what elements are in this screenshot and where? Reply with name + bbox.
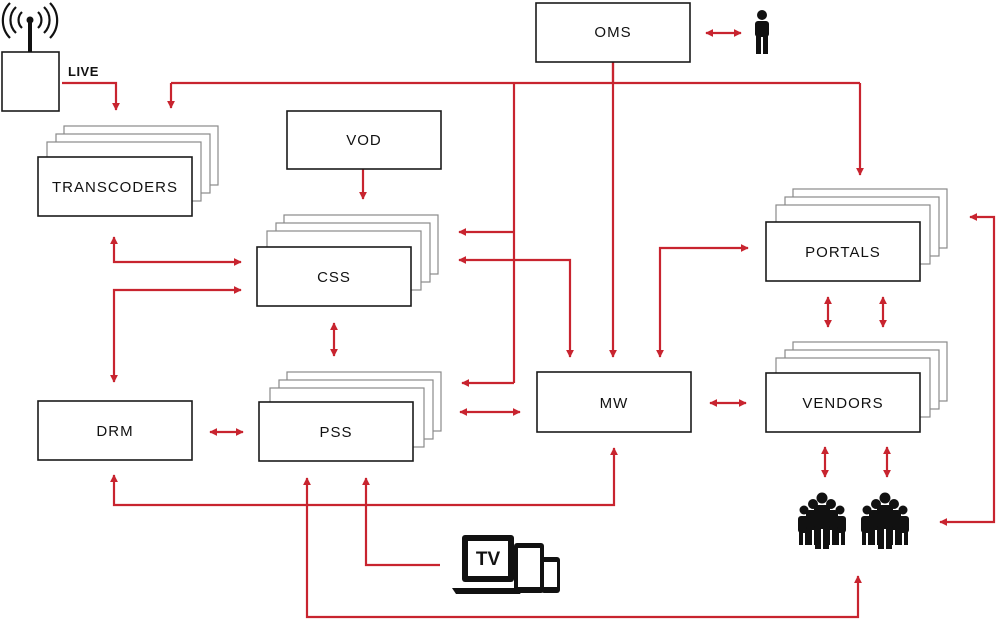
oms-label: OMS: [594, 24, 631, 41]
transcoders-node[interactable]: TRANSCODERS: [37, 125, 219, 217]
transcoders-label: TRANSCODERS: [52, 179, 178, 196]
css-drm-link: [110, 286, 242, 383]
transcoders-css-link: [110, 236, 242, 266]
oms-node[interactable]: OMS: [535, 2, 691, 63]
person-icon: [755, 10, 769, 54]
connector-lines: [62, 29, 996, 619]
vod-label: VOD: [346, 132, 382, 149]
vendors-node[interactable]: VENDORS: [765, 341, 948, 433]
css-label: CSS: [317, 269, 351, 286]
portals-label: PORTALS: [805, 244, 881, 261]
vod-node[interactable]: VOD: [286, 110, 442, 170]
live-label: LIVE: [68, 64, 99, 79]
drm-mw-bottom-link: [110, 447, 618, 507]
vendors-label: VENDORS: [802, 395, 883, 412]
mw-node[interactable]: MW: [536, 371, 692, 433]
portals-node[interactable]: PORTALS: [765, 188, 948, 282]
audience-icon: [798, 492, 909, 549]
css-node[interactable]: CSS: [256, 214, 439, 307]
live-source-node[interactable]: LIVE: [1, 2, 99, 112]
live-to-transcoders: [62, 81, 120, 111]
pss-node[interactable]: PSS: [258, 371, 442, 462]
mw-portals-link: [656, 244, 749, 358]
antenna-icon: [1, 2, 59, 52]
devices-icon[interactable]: TV: [452, 535, 560, 594]
bottom-loop-to-audience: [305, 505, 862, 619]
css-to-mw: [458, 256, 574, 358]
drm-label: DRM: [96, 423, 133, 440]
tv-label: TV: [476, 549, 501, 570]
audience-portals-loop: [939, 213, 996, 526]
drm-node[interactable]: DRM: [37, 400, 193, 461]
pss-label: PSS: [319, 424, 352, 441]
tv-to-pss: [362, 477, 440, 567]
mw-label: MW: [600, 395, 629, 412]
